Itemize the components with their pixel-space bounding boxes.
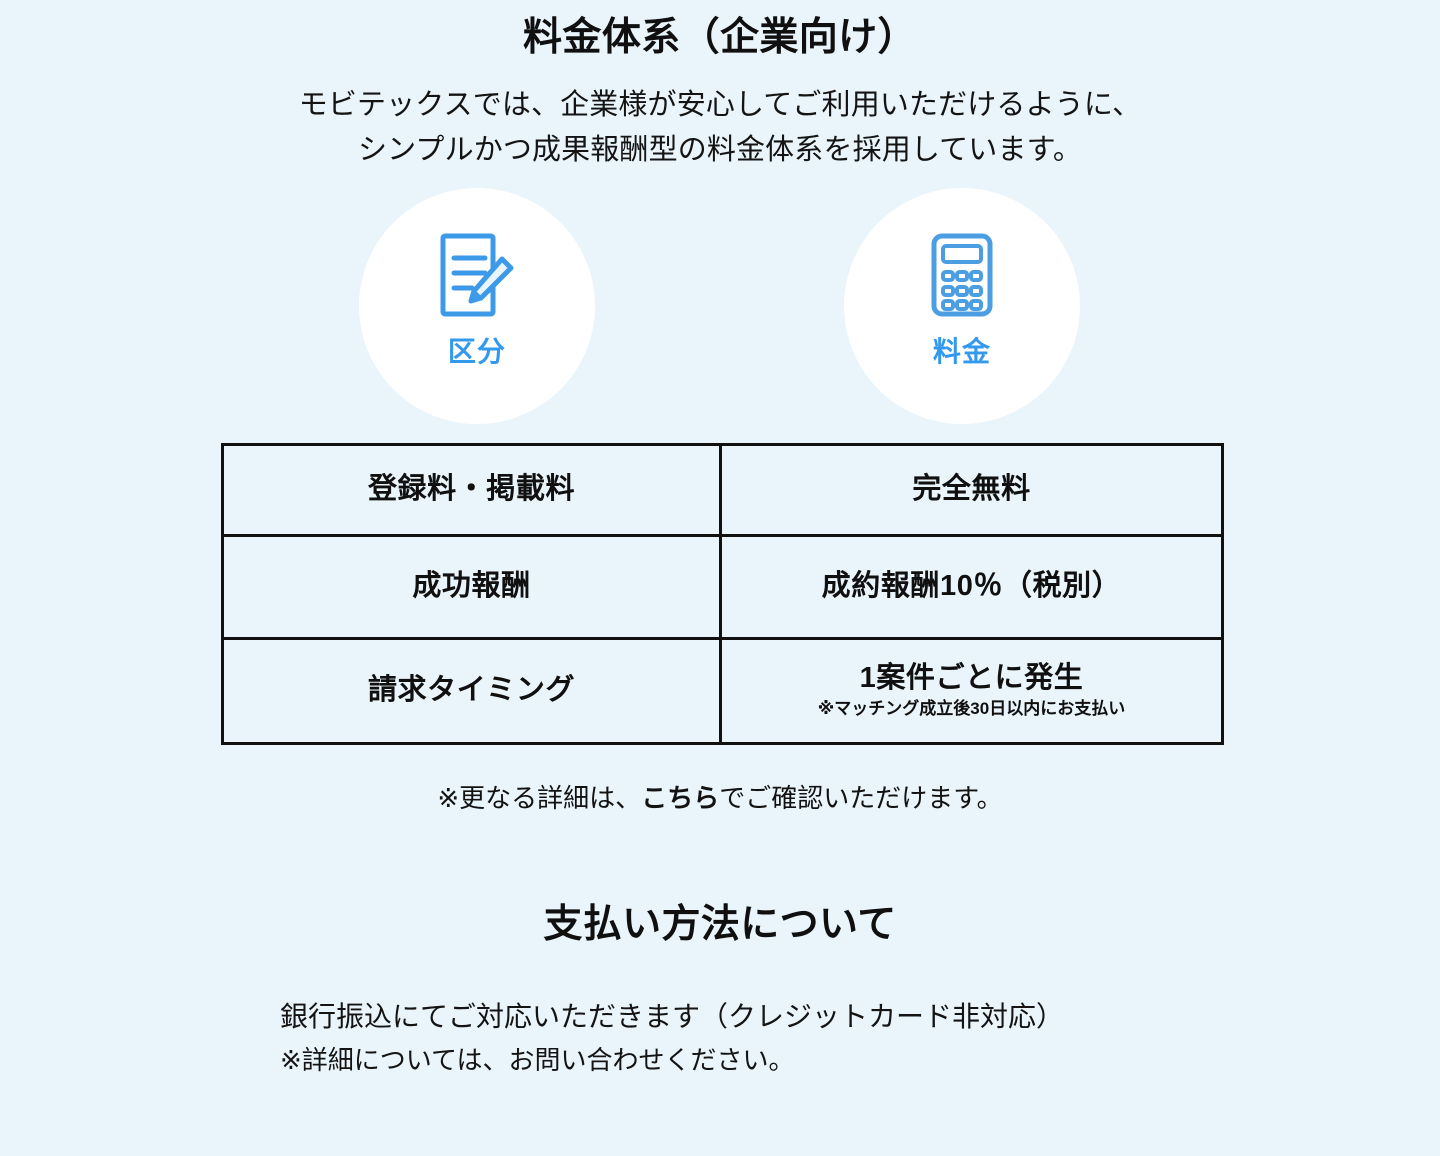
table-footnote: ※更なる詳細は、こちらでご確認いただけます。 — [0, 782, 1440, 816]
row-value-note: ※マッチング成立後30日以内にお支払い — [817, 698, 1126, 718]
lead-paragraph: モビテックスでは、企業様が安心してご利用いただけるように、 シンプルかつ成果報酬… — [0, 83, 1440, 173]
table-row: 登録料・掲載料 完全無料 — [221, 443, 1224, 537]
payment-section-body: 銀行振込にてご対応いただきます（クレジットカード非対応） ※詳細については、お問… — [280, 995, 1180, 1081]
header-circle-category: 区分 — [359, 188, 595, 424]
lead-line-1: モビテックスでは、企業様が安心してご利用いただけるように、 — [298, 89, 1142, 121]
payment-section-title: 支払い方法について — [543, 903, 897, 946]
row-value: 成約報酬10％（税別） — [821, 570, 1122, 603]
row-label: 成功報酬 — [412, 570, 531, 603]
table-cell-label: 登録料・掲載料 — [221, 443, 722, 537]
row-value: 1案件ごとに発生 — [859, 661, 1084, 694]
fee-table: 登録料・掲載料 完全無料 成功報酬 成約報酬10％（税別） 請求タイミング — [221, 443, 1224, 745]
page-title: 料金体系（企業向け） — [523, 16, 917, 59]
table-cell-label: 成功報酬 — [221, 534, 722, 640]
details-link[interactable]: こちら — [641, 783, 720, 813]
table-row: 成功報酬 成約報酬10％（税別） — [221, 534, 1224, 640]
table-cell-value: 完全無料 — [719, 443, 1224, 537]
table-row: 請求タイミング 1案件ごとに発生 ※マッチング成立後30日以内にお支払い — [221, 637, 1224, 745]
header-circle-label-fee: 料金 — [932, 336, 992, 367]
row-value: 完全無料 — [912, 473, 1031, 506]
table-cell-value: 1案件ごとに発生 ※マッチング成立後30日以内にお支払い — [719, 637, 1224, 745]
row-label: 登録料・掲載料 — [367, 473, 576, 506]
table-cell-label: 請求タイミング — [221, 637, 722, 745]
document-pencil-icon — [440, 233, 514, 317]
header-circle-fee: 料金 — [844, 188, 1080, 424]
row-label: 請求タイミング — [367, 674, 576, 707]
lead-line-2: シンプルかつ成果報酬型の料金体系を採用しています。 — [358, 133, 1082, 166]
column-header-icons: 区分 料金 — [0, 188, 1440, 428]
table-cell-value: 成約報酬10％（税別） — [719, 534, 1224, 640]
footnote-prefix: ※更なる詳細は、 — [437, 783, 642, 813]
payment-line-2: ※詳細については、お問い合わせください。 — [280, 1044, 795, 1075]
header-circle-label-category: 区分 — [447, 336, 507, 367]
payment-line-1: 銀行振込にてご対応いただきます（クレジットカード非対応） — [280, 1001, 1065, 1032]
calculator-icon — [931, 233, 993, 317]
footnote-suffix: でご確認いただけます。 — [719, 783, 1003, 813]
